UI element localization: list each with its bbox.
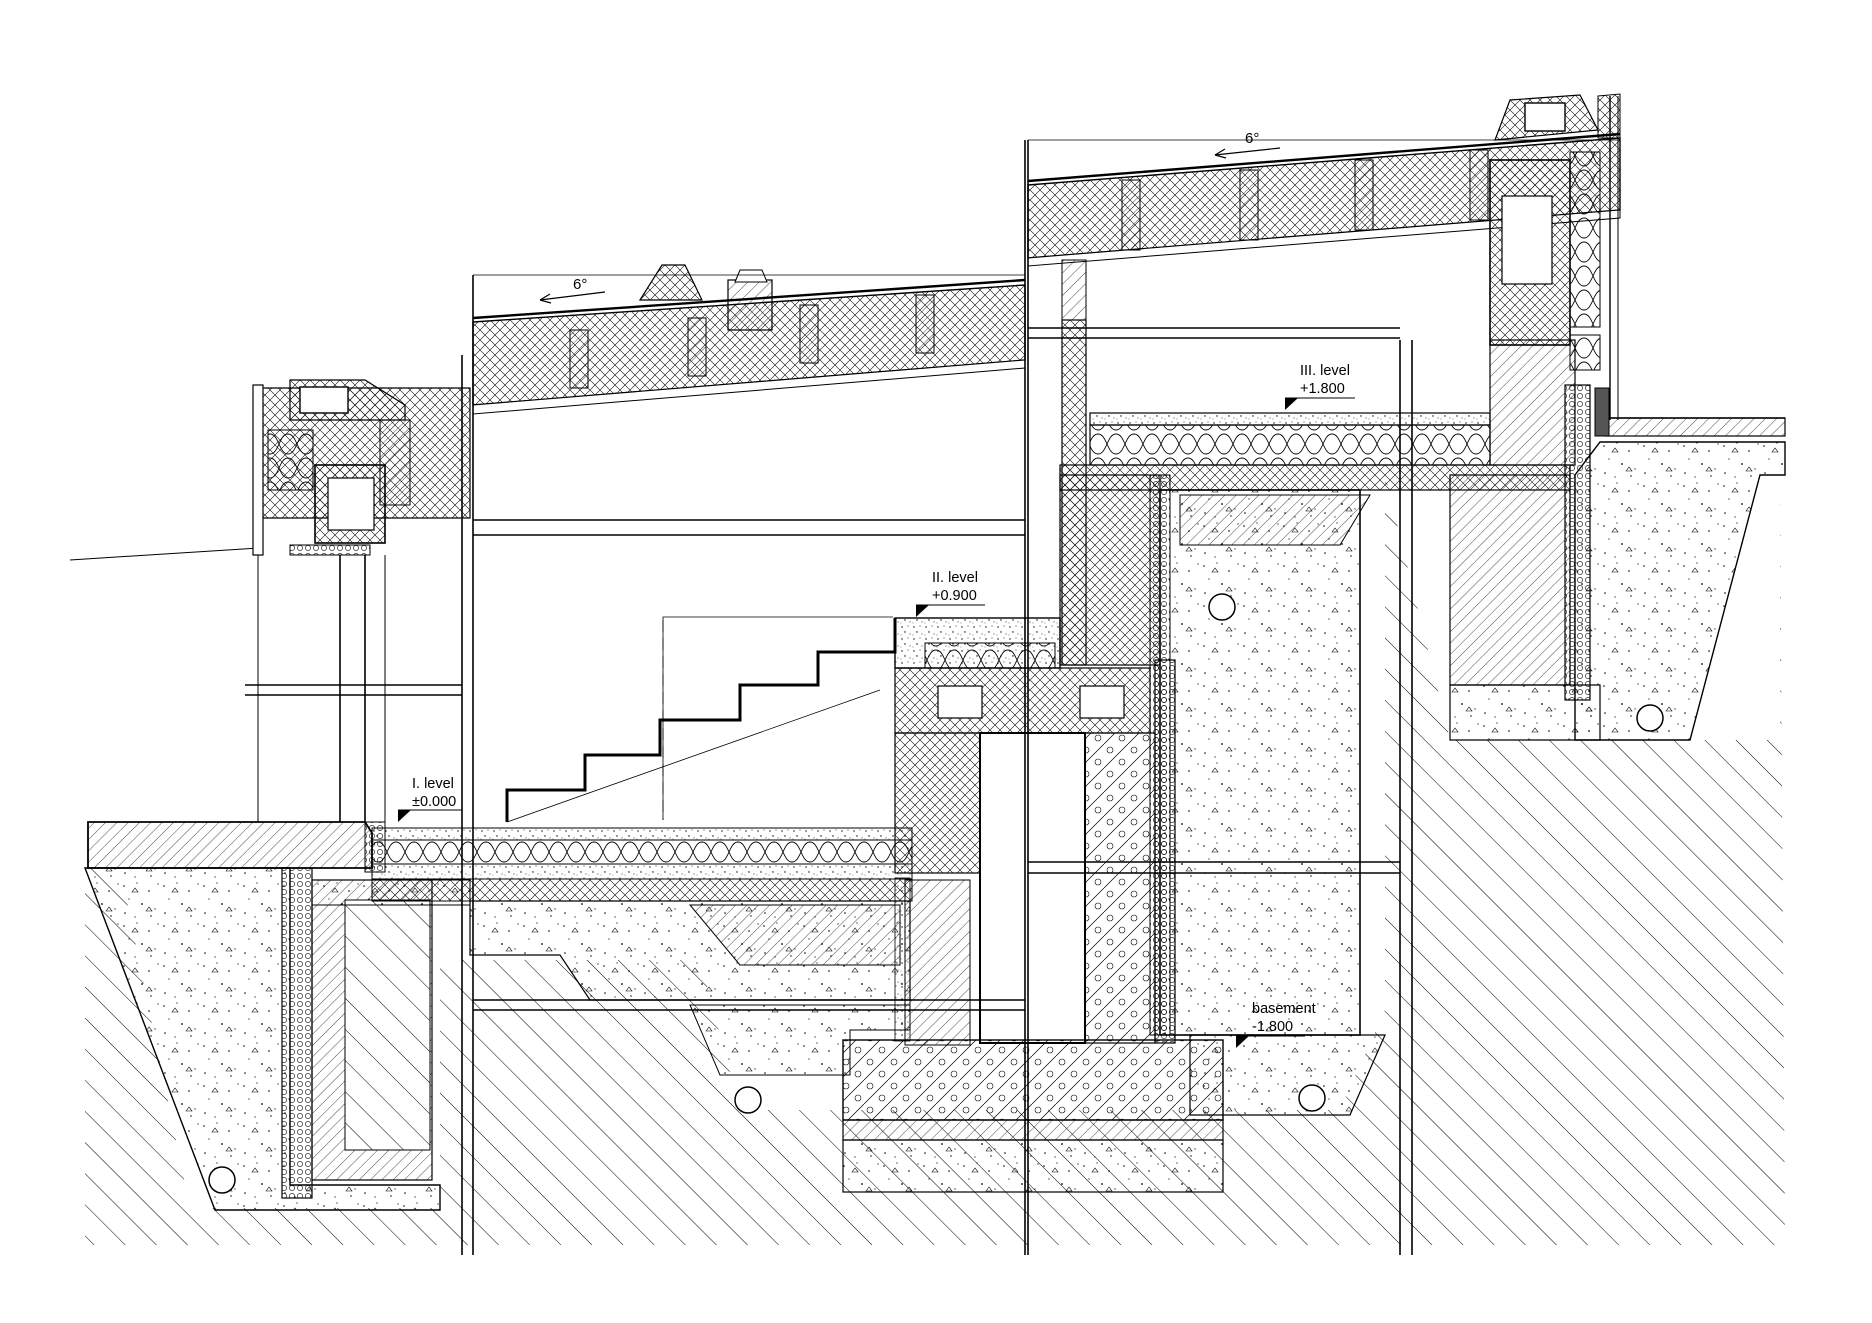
section-grid [245, 139, 1620, 1255]
level1-value: ±0.000 [412, 794, 456, 810]
level-marker-level1: I. level ±0.000 [398, 776, 462, 822]
gravel-backfill-right [1574, 441, 1786, 741]
level-marker-level2: II. level +0.900 [916, 570, 985, 617]
basement-name: basement [1252, 1001, 1316, 1017]
level3-value: +1.800 [1300, 381, 1345, 397]
right-wall [1449, 339, 1610, 741]
level-marker-icon [1236, 1036, 1249, 1048]
roof-vent-icon [727, 279, 773, 331]
slope-arrow-icon [539, 147, 1281, 304]
foundation-left [281, 867, 471, 1199]
roof-slope-left: 6° [573, 276, 587, 293]
mid-level-structure [894, 617, 1176, 1046]
soil [85, 475, 1785, 1245]
roof-right [1027, 93, 1621, 666]
level-marker-icon [1285, 398, 1298, 410]
drain-pipe-icon [734, 1086, 762, 1114]
terrace-paving-left [87, 821, 373, 869]
stair [505, 616, 897, 823]
level-marker-basement: basement -1.800 [1236, 1001, 1316, 1048]
roof-middle [472, 264, 1026, 415]
roof-slope-right: 6° [1245, 130, 1259, 147]
drain-pipe-icon [208, 1166, 236, 1194]
level-marker-icon [916, 605, 929, 617]
drain-pipe-icon [1298, 1084, 1326, 1112]
basement-wall [1059, 474, 1386, 1116]
window-frame-left [257, 555, 386, 873]
basement-footing [842, 1039, 1224, 1193]
drain-pipe-icon [1636, 704, 1664, 732]
terrain-line-left [69, 547, 259, 561]
level1-name: I. level [412, 776, 454, 792]
level-marker-level3: III. level +1.800 [1285, 363, 1355, 410]
terrain-surface-right [1604, 417, 1786, 437]
level3-name: III. level [1300, 363, 1350, 379]
ground-floor-slab [371, 827, 913, 1076]
roof-left [252, 379, 471, 556]
basement-value: -1.800 [1252, 1019, 1293, 1035]
level2-name: II. level [932, 570, 978, 586]
level-marker-icon [398, 810, 411, 822]
drain-pipe-icon [1208, 593, 1236, 621]
level2-value: +0.900 [932, 588, 977, 604]
